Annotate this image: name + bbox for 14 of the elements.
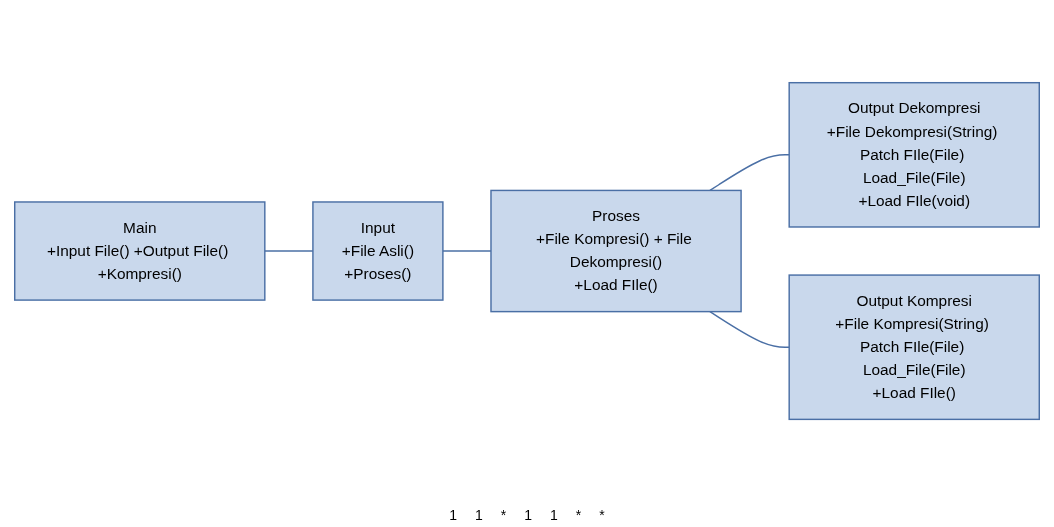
multiplicity-label: * — [575, 507, 582, 523]
multiplicity-label: * — [500, 507, 507, 523]
multiplicity-label: 1 — [550, 507, 558, 523]
multiplicity-label: * — [599, 507, 605, 523]
node-box: Proses +File Kompresi() + File Dekompresi() +Load FIle() — [490, 190, 742, 313]
multiplicity-label: 1 — [475, 507, 483, 523]
node-box: Output Dekompresi +File Dekompresi(String) Patch FIle(File) Load_File(File) +Load FIle(void) — [788, 82, 1040, 229]
connector — [709, 154, 790, 192]
multiplicity-label: 1 — [524, 507, 533, 523]
node-box: Output Kompresi +File Kompresi(String) Patch FIle(File) Load_File(File) +Load FIle() — [788, 274, 1040, 421]
node-box: Main +Input File() +Output File() +Kompresi() — [14, 201, 266, 302]
node-box: Input +File Asli() +Proses() — [312, 201, 444, 302]
multiplicity-label: 1 — [449, 507, 457, 523]
connector — [709, 311, 790, 349]
